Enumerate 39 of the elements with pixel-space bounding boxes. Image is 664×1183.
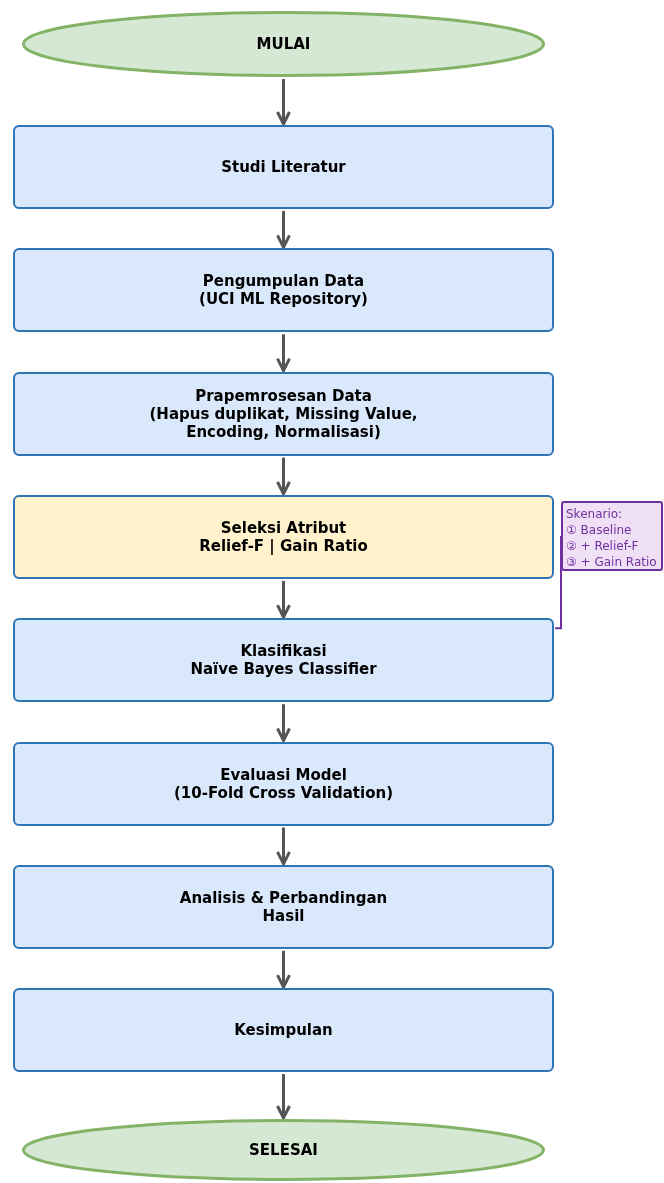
process-label: Seleksi Atribut xyxy=(220,518,347,537)
process-box xyxy=(13,125,554,209)
terminal-ellipse xyxy=(22,1119,545,1181)
process-label: (10-Fold Cross Validation) xyxy=(174,783,393,802)
arrow xyxy=(276,79,291,126)
process-label: Relief-F | Gain Ratio xyxy=(199,536,368,555)
arrow xyxy=(276,211,291,249)
arrow xyxy=(276,334,291,373)
note-text: ① Baseline xyxy=(566,522,633,538)
note-text: ② + Relief-F xyxy=(566,538,640,554)
process-box xyxy=(13,618,554,703)
arrow xyxy=(276,950,291,989)
terminal-label: SELESAI xyxy=(249,1141,318,1159)
process-box xyxy=(13,988,554,1073)
process-label: (UCI ML Repository) xyxy=(199,290,368,309)
process-box xyxy=(13,741,554,826)
arrow xyxy=(276,457,291,496)
arrow xyxy=(276,704,291,742)
arrow xyxy=(276,827,291,866)
process-label: Naïve Bayes Classifier xyxy=(190,660,377,679)
process-label: (Hapus duplikat, Missing Value, Encoding, Normalisasi) xyxy=(148,404,419,441)
process-label: Analisis & Perbandingan Hasil xyxy=(178,888,389,925)
note-box xyxy=(561,501,663,571)
arrow xyxy=(276,1074,291,1120)
arrow xyxy=(276,580,291,619)
process-label: Studi Literatur xyxy=(221,158,346,176)
process-box xyxy=(13,864,554,949)
process-box xyxy=(13,248,554,333)
process-label: Prapemrosesan Data xyxy=(195,386,372,405)
process-label: Pengumpulan Data xyxy=(202,272,365,291)
note-text: Skenario: xyxy=(566,506,624,522)
note-text: ③ + Gain Ratio xyxy=(566,554,658,570)
process-box xyxy=(13,371,554,456)
terminal-label: MULAI xyxy=(256,35,311,53)
process-label: Kesimpulan xyxy=(234,1021,333,1040)
process-label: Klasifikasi xyxy=(240,642,327,661)
process-label: Evaluasi Model xyxy=(220,765,347,784)
highlighted-process-box xyxy=(13,494,554,579)
terminal-ellipse xyxy=(22,11,545,77)
